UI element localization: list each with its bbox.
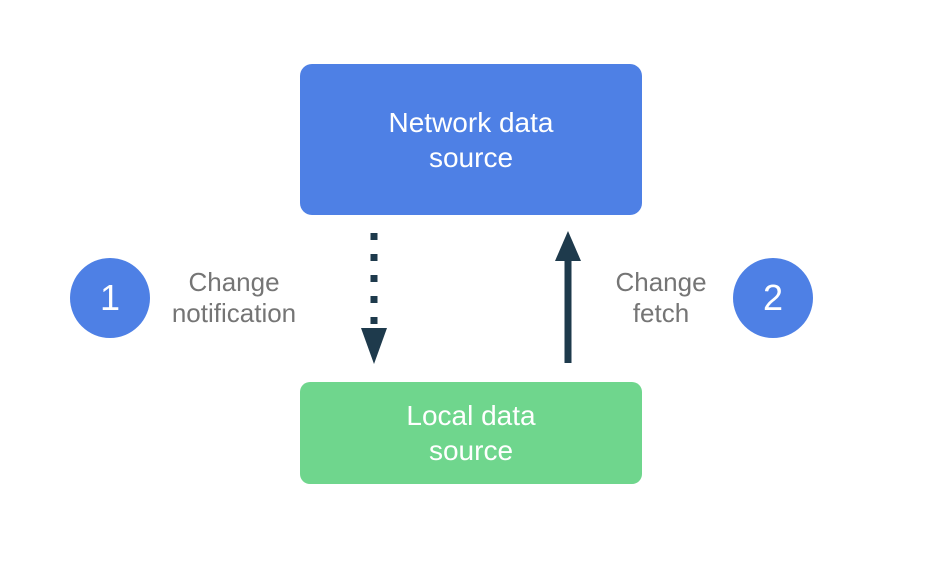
- step-1-number: 1: [99, 277, 121, 318]
- step-2-badge: 2: [733, 258, 813, 338]
- change-fetch-arrow-icon: [555, 231, 581, 363]
- step-2-label: Change fetch: [615, 267, 707, 328]
- local-data-source-node: Local data source: [300, 382, 642, 484]
- change-notification-arrow-icon: [361, 233, 387, 364]
- step-2-number: 2: [762, 277, 784, 318]
- step-1-badge: 1: [70, 258, 150, 338]
- local-data-source-label: Local data source: [406, 400, 536, 466]
- network-data-source-node: Network data source: [300, 64, 642, 215]
- network-data-source-label: Network data source: [388, 106, 554, 173]
- step-1-label: Change notification: [171, 267, 297, 328]
